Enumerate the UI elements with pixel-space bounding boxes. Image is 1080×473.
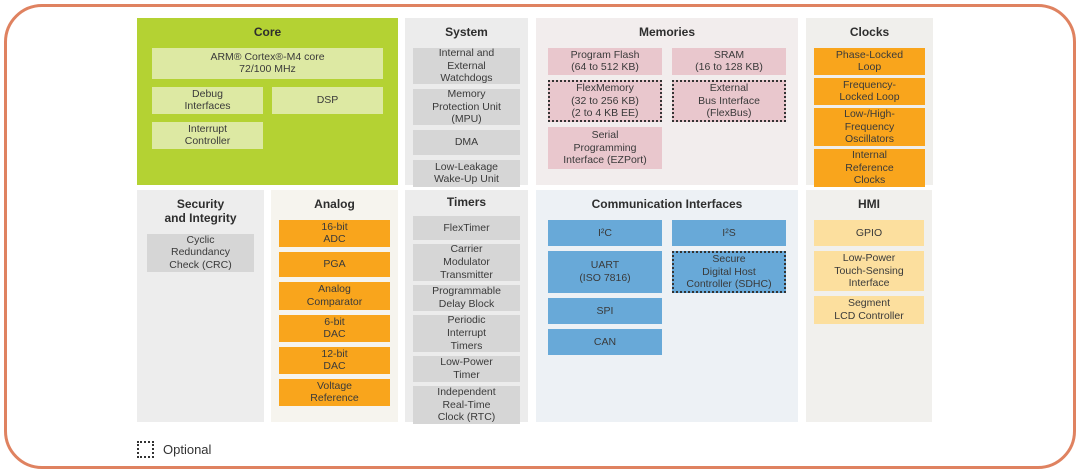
block-external-bus-interface: External Bus Interface (FlexBus) (672, 79, 786, 122)
block-oscillators: Low-/High- Frequency Oscillators (814, 107, 925, 146)
legend-optional: Optional (137, 441, 211, 458)
block-analog-comparator: Analog Comparator (279, 281, 390, 310)
block-gpio: GPIO (814, 219, 924, 246)
diagram-grid: Core ARM® Cortex®-M4 core 72/100 MHz Deb… (137, 18, 933, 424)
memories-col-right: SRAM (16 to 128 KB) External Bus Interfa… (672, 47, 786, 122)
panel-timers: Timers FlexTimer Carrier Modulator Trans… (405, 190, 528, 424)
block-crc: Cyclic Redundancy Check (CRC) (147, 233, 254, 272)
block-sdhc: Secure Digital Host Controller (SDHC) (672, 250, 786, 293)
block-interrupt-controller: Interrupt Controller (152, 121, 263, 149)
block-6bit-dac: 6-bit DAC (279, 314, 390, 342)
panel-memories-title: Memories (638, 25, 696, 39)
panel-hmi-title: HMI (858, 197, 880, 211)
block-rtc: Independent Real-Time Clock (RTC) (413, 385, 520, 424)
panel-hmi: HMI GPIO Low-Power Touch-Sensing Interfa… (806, 190, 932, 422)
block-uart: UART (ISO 7816) (548, 250, 662, 293)
block-llwu: Low-Leakage Wake-Up Unit (413, 159, 520, 187)
panel-core: Core ARM® Cortex®-M4 core 72/100 MHz Deb… (137, 18, 398, 185)
block-touch-sensing-interface: Low-Power Touch-Sensing Interface (814, 250, 924, 291)
panel-security: Security and Integrity Cyclic Redundancy… (137, 190, 264, 422)
memories-columns: Program Flash (64 to 512 KB) FlexMemory … (548, 47, 786, 169)
block-dsp: DSP (272, 86, 383, 114)
block-flextimer: FlexTimer (413, 215, 520, 240)
panel-analog: Analog 16-bit ADC PGA Analog Comparator … (271, 190, 398, 422)
core-spacer (272, 122, 383, 149)
block-sram: SRAM (16 to 128 KB) (672, 47, 786, 75)
block-fll: Frequency- Locked Loop (814, 77, 925, 105)
memories-col-left: Program Flash (64 to 512 KB) FlexMemory … (548, 47, 662, 169)
block-lptimer: Low-Power Timer (413, 355, 520, 382)
core-row-1: Debug Interfaces DSP (152, 86, 383, 114)
panel-memories: Memories Program Flash (64 to 512 KB) Fl… (536, 18, 798, 185)
block-can: CAN (548, 328, 662, 355)
block-segment-lcd-controller: Segment LCD Controller (814, 295, 924, 324)
block-16bit-adc: 16-bit ADC (279, 219, 390, 247)
panel-system-title: System (445, 25, 488, 39)
core-row-2: Interrupt Controller (152, 121, 383, 149)
panel-comm-title: Communication Interfaces (591, 197, 743, 211)
panel-clocks: Clocks Phase-Locked Loop Frequency- Lock… (806, 18, 933, 187)
block-ezport: Serial Programming Interface (EZPort) (548, 126, 662, 169)
panel-system: System Internal and External Watchdogs M… (405, 18, 528, 187)
block-arm-cortex-core: ARM® Cortex®-M4 core 72/100 MHz (152, 47, 383, 79)
panel-timers-title: Timers (446, 195, 487, 209)
comm-columns: I²C UART (ISO 7816) SPI CAN I²S Secure D… (548, 219, 786, 355)
block-pdb: Programmable Delay Block (413, 284, 520, 311)
block-i2c: I²C (548, 219, 662, 246)
block-dma: DMA (413, 129, 520, 155)
optional-dashed-swatch (137, 441, 154, 458)
panel-analog-title: Analog (314, 197, 355, 211)
comm-col-left: I²C UART (ISO 7816) SPI CAN (548, 219, 662, 355)
block-voltage-reference: Voltage Reference (279, 378, 390, 406)
block-i2s: I²S (672, 219, 786, 246)
block-12bit-dac: 12-bit DAC (279, 346, 390, 374)
comm-col-right: I²S Secure Digital Host Controller (SDHC… (672, 219, 786, 293)
block-cmt: Carrier Modulator Transmitter (413, 243, 520, 281)
block-mpu: Memory Protection Unit (MPU) (413, 88, 520, 125)
block-pit: Periodic Interrupt Timers (413, 314, 520, 352)
block-pll: Phase-Locked Loop (814, 47, 925, 75)
panel-communication-interfaces: Communication Interfaces I²C UART (ISO 7… (536, 190, 798, 422)
block-watchdogs: Internal and External Watchdogs (413, 47, 520, 84)
block-spi: SPI (548, 297, 662, 324)
panel-security-title: Security and Integrity (164, 197, 237, 225)
legend-optional-label: Optional (163, 442, 212, 457)
block-internal-reference-clocks: Internal Reference Clocks (814, 148, 925, 187)
block-flexmemory: FlexMemory (32 to 256 KB) (2 to 4 KB EE) (548, 79, 662, 122)
block-pga: PGA (279, 251, 390, 277)
panel-core-title: Core (253, 25, 282, 39)
block-debug-interfaces: Debug Interfaces (152, 86, 263, 114)
block-program-flash: Program Flash (64 to 512 KB) (548, 47, 662, 75)
panel-clocks-title: Clocks (849, 25, 890, 39)
